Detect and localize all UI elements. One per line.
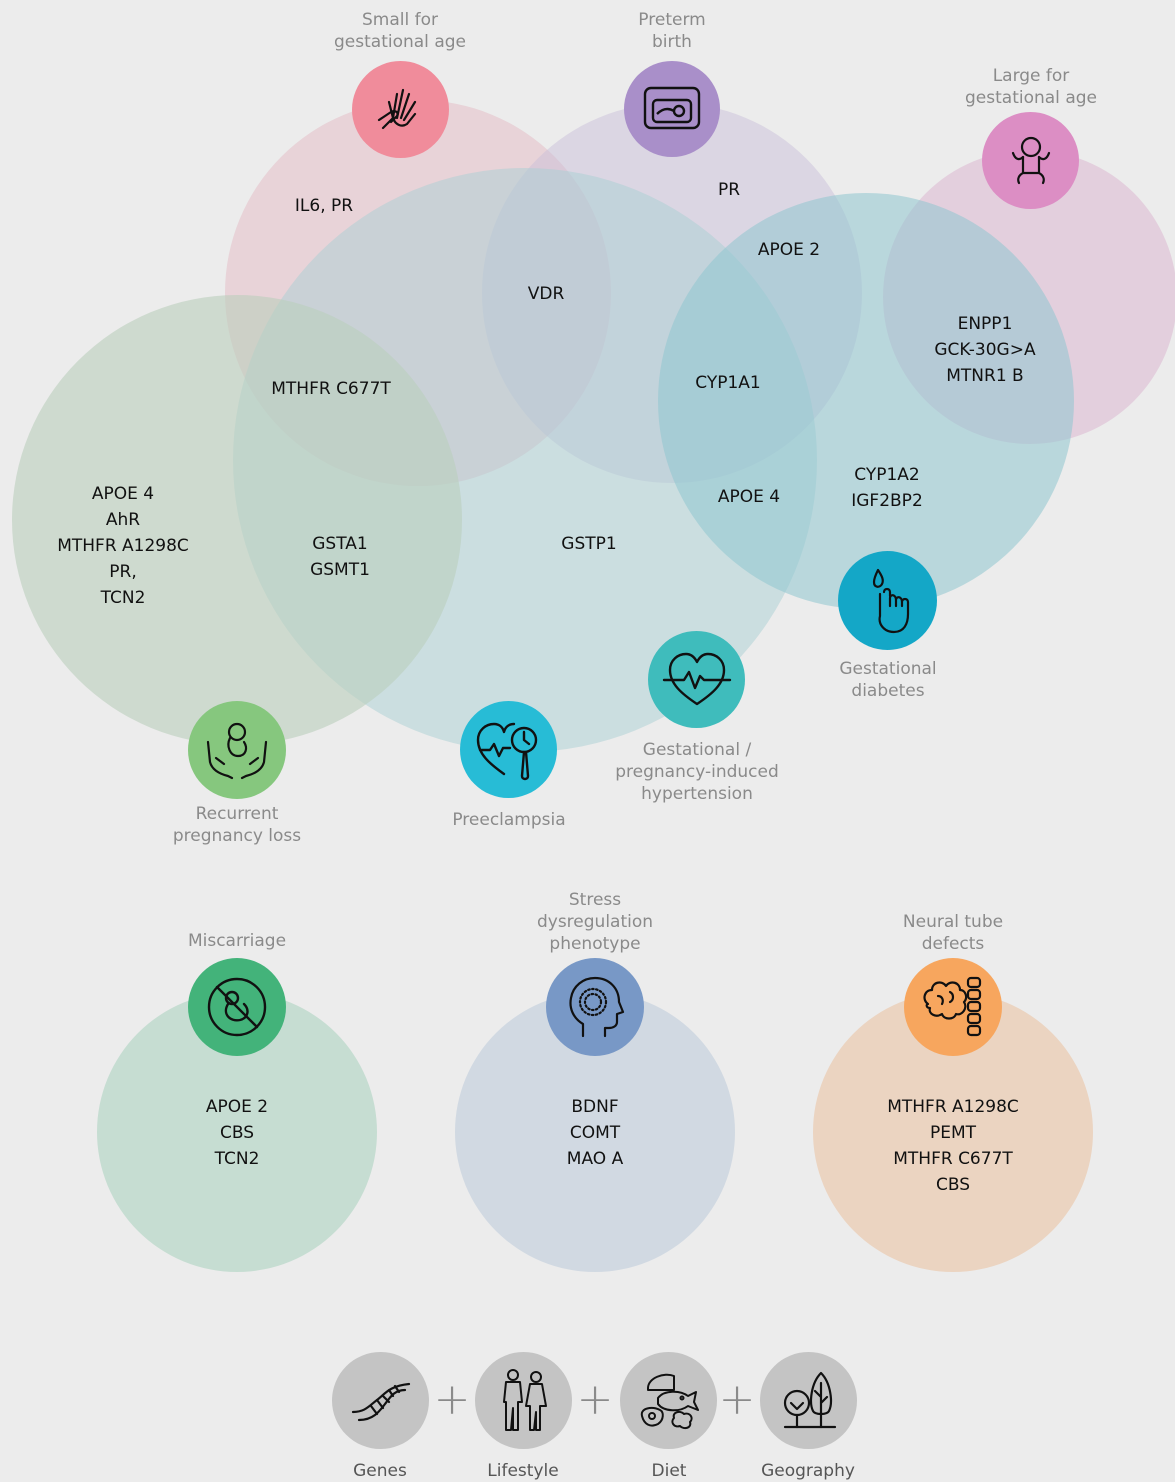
gene-label-apoe4: APOE 4 (717, 487, 781, 507)
factor-label-geography: Geography (761, 1461, 855, 1481)
gene-label-vdr: VDR (527, 284, 565, 304)
gene-label-il6-pr: IL6, PR (294, 196, 354, 216)
people-icon (475, 1352, 572, 1449)
brain-spine-icon (904, 958, 1002, 1056)
circle-stress (455, 992, 735, 1272)
gene-label-mthfr-c677t: MTHFR C677T (271, 379, 391, 399)
head-brain-icon (546, 958, 644, 1056)
circle-rpl (12, 295, 462, 745)
gene-label-pr: PR (717, 180, 741, 200)
plus-sign-2: + (576, 1374, 614, 1425)
plus-sign-1: + (433, 1374, 471, 1425)
hand-holding-baby-hand-icon (352, 61, 449, 158)
baby-icon (982, 112, 1079, 209)
food-icon (620, 1352, 717, 1449)
caption-miscarriage: Miscarriage (187, 931, 287, 951)
heart-magnifier-icon (460, 701, 557, 798)
no-fetus-icon (188, 958, 286, 1056)
factor-label-diet: Diet (651, 1461, 687, 1481)
factor-label-lifestyle: Lifestyle (487, 1461, 559, 1481)
gene-label-cyp1a1: CYP1A1 (695, 373, 761, 393)
incubator-icon (624, 61, 720, 157)
caption-preeclampsia: Preeclampsia (452, 810, 566, 830)
hands-holding-fetus-icon (188, 701, 286, 799)
trees-icon (760, 1352, 857, 1449)
factor-label-genes: Genes (353, 1461, 407, 1481)
circle-miscarriage (97, 992, 377, 1272)
heart-pulse-icon (648, 631, 745, 728)
gene-label-gstp1: GSTP1 (561, 534, 617, 554)
circle-gdm (658, 193, 1074, 609)
finger-blood-drop-icon (838, 551, 937, 650)
gene-label-apoe2: APOE 2 (757, 240, 821, 260)
plus-sign-3: + (718, 1374, 756, 1425)
circle-ntd (813, 992, 1093, 1272)
dna-icon (332, 1352, 429, 1449)
